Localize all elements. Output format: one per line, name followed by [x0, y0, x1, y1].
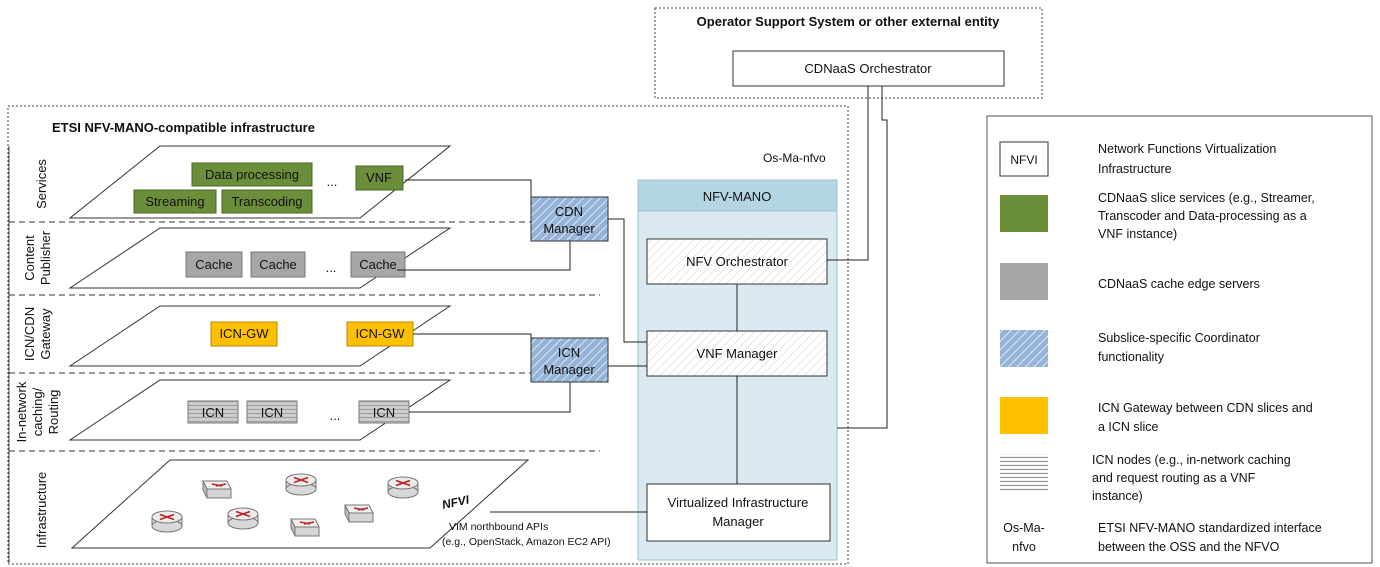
oss-boundary — [654, 7, 1043, 99]
nfv-orchestrator-label: NFV Orchestrator — [686, 254, 789, 269]
icn-node-label-1: ICN — [202, 405, 224, 420]
legend-box — [986, 115, 1373, 564]
nfv-mano-header — [637, 179, 838, 212]
legend-icn-nodes-swatch — [1000, 454, 1048, 491]
layer-label-icn-gateway: ICN/CDN Gateway — [22, 307, 53, 361]
nfv-mano-infrastructure-boundary — [7, 105, 849, 565]
streaming-label: Streaming — [145, 194, 204, 209]
icn-node-box-2[interactable] — [246, 400, 298, 424]
cdn-manager-label-1: CDN — [555, 204, 583, 219]
legend-nfvi-text-2: Infrastructure — [1098, 162, 1172, 176]
svg-text:Gateway: Gateway — [38, 308, 53, 360]
vim-label-1: Virtualized Infrastructure — [668, 495, 809, 510]
layer-label-infrastructure: Infrastructure — [34, 472, 49, 549]
legend-services-text-2: Transcoder and Data-processing as a — [1098, 209, 1307, 223]
os-ma-nfvo-label: Os-Ma-nfvo — [763, 151, 826, 165]
vim-box[interactable] — [646, 483, 831, 542]
legend-services-text-1: CDNaaS slice services (e.g., Streamer, — [1098, 191, 1315, 205]
cache-label-2: Cache — [259, 257, 297, 272]
legend-osma-key-1: Os-Ma- — [1003, 521, 1045, 535]
svg-text:Routing: Routing — [46, 390, 61, 435]
router-icon-1 — [285, 473, 317, 496]
data-processing-label: Data processing — [205, 167, 299, 182]
legend-osma-text-2: between the OSS and the NFVO — [1098, 540, 1280, 554]
nfv-mano-title: NFV-MANO — [703, 189, 772, 204]
switch-icon-2 — [344, 504, 374, 523]
legend-nfvi-key — [999, 141, 1049, 177]
svg-text:caching/: caching/ — [30, 387, 45, 436]
cdnaas-orchestrator-label: CDNaaS Orchestrator — [804, 61, 932, 76]
legend-nfvi-key-label: NFVI — [1010, 153, 1037, 167]
vnf-manager-label: VNF Manager — [697, 346, 779, 361]
legend-icn-gateway-text-1: ICN Gateway between CDN slices and — [1098, 401, 1313, 415]
vim-api-label-1: VIM northbound APIs — [449, 521, 548, 533]
icn-manager-label-2: Manager — [543, 362, 595, 377]
icn-gw-label-1: ICN-GW — [219, 326, 269, 341]
streaming-box[interactable] — [133, 189, 217, 214]
icn-node-box-1[interactable] — [187, 400, 239, 424]
legend-icn-gateway-swatch — [1000, 397, 1048, 434]
vim-api-label-2: (e.g., OpenStack, Amazon EC2 API) — [442, 536, 611, 548]
icn-gw-box-1[interactable] — [210, 321, 278, 347]
legend-coordinator-text-1: Subslice-specific Coordinator — [1098, 331, 1260, 345]
legend-icn-gateway-text-2: a ICN slice — [1098, 420, 1158, 434]
data-processing-box[interactable] — [191, 162, 313, 187]
infrastructure-title: ETSI NFV-MANO-compatible infrastructure — [52, 120, 315, 135]
cache-label-1: Cache — [195, 257, 233, 272]
legend-osma-text-1: ETSI NFV-MANO standardized interface — [1098, 521, 1322, 535]
legend-cache-text: CDNaaS cache edge servers — [1098, 277, 1260, 291]
icn-manager-label-1: ICN — [558, 345, 580, 360]
layer-dividers — [9, 221, 600, 452]
layer-label-in-network: In-network caching/ Routing — [14, 381, 61, 442]
vnf-box[interactable] — [355, 165, 404, 191]
legend-cache-swatch — [1000, 263, 1048, 300]
legend-osma-key-2: nfvo — [1012, 540, 1036, 554]
layer-label-services: Services — [34, 159, 49, 209]
legend-icn-nodes-text-2: and request routing as a VNF — [1092, 471, 1256, 485]
legend-nfvi-text-1: Network Functions Virtualization — [1098, 142, 1276, 156]
layer-label-content-publisher: Content Publisher — [22, 230, 53, 285]
connectors — [397, 86, 888, 513]
nfv-orchestrator-box[interactable] — [646, 238, 828, 285]
svg-text:In-network: In-network — [14, 381, 29, 442]
cdn-manager-label-2: Manager — [543, 221, 595, 236]
icn-node-label-3: ICN — [373, 405, 395, 420]
switch-icon-1 — [202, 480, 232, 499]
cache-box-2[interactable] — [250, 251, 306, 278]
icn-node-label-2: ICN — [261, 405, 283, 420]
legend-icn-nodes-text-3: instance) — [1092, 489, 1143, 503]
router-icon-3 — [151, 510, 183, 533]
svg-text:ICN/CDN: ICN/CDN — [22, 307, 37, 361]
transcoding-label: Transcoding — [231, 194, 302, 209]
oss-title: Operator Support System or other externa… — [697, 14, 1000, 29]
legend-services-swatch — [1000, 195, 1048, 232]
icn-gw-label-2: ICN-GW — [355, 326, 405, 341]
svg-text:Publisher: Publisher — [38, 230, 53, 285]
cache-label-3: Cache — [359, 257, 397, 272]
router-icon-4 — [227, 507, 259, 530]
legend-icn-nodes-text-1: ICN nodes (e.g., in-network caching — [1092, 453, 1291, 467]
cache-box-1[interactable] — [185, 251, 243, 278]
legend-coordinator-swatch — [1000, 330, 1048, 367]
vim-label-2: Manager — [712, 514, 764, 529]
nfvi-plane-label: NFVI — [441, 492, 471, 512]
vnf-label: VNF — [366, 170, 392, 185]
transcoding-box[interactable] — [221, 189, 313, 214]
services-ellipsis: ... — [327, 174, 338, 189]
legend-services-text-3: VNF instance) — [1098, 227, 1177, 241]
cache-ellipsis: ... — [326, 260, 337, 275]
icn-node-ellipsis: ... — [330, 408, 341, 423]
cache-box-3[interactable] — [350, 251, 406, 278]
svg-text:Content: Content — [22, 235, 37, 281]
switch-icon-3 — [290, 518, 320, 537]
router-icon-2 — [387, 476, 419, 499]
legend-coordinator-text-2: functionality — [1098, 350, 1165, 364]
icn-manager-box[interactable] — [530, 337, 609, 383]
